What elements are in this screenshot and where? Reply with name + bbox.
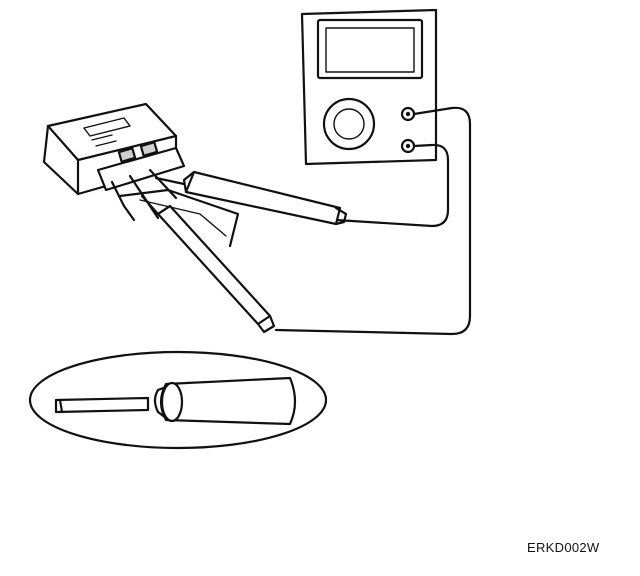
upper-jack-icon: [400, 106, 416, 122]
test-leads: [274, 106, 472, 336]
lower-jack-icon: [400, 138, 416, 154]
probe-tip-detail: [28, 350, 328, 450]
selector-dial-icon: [322, 97, 376, 151]
lower-probe: [140, 194, 276, 334]
harness-connector: [42, 102, 240, 248]
figure-code: ERKD002W: [527, 540, 600, 555]
multimeter: [300, 8, 438, 166]
upper-probe: [154, 170, 348, 226]
